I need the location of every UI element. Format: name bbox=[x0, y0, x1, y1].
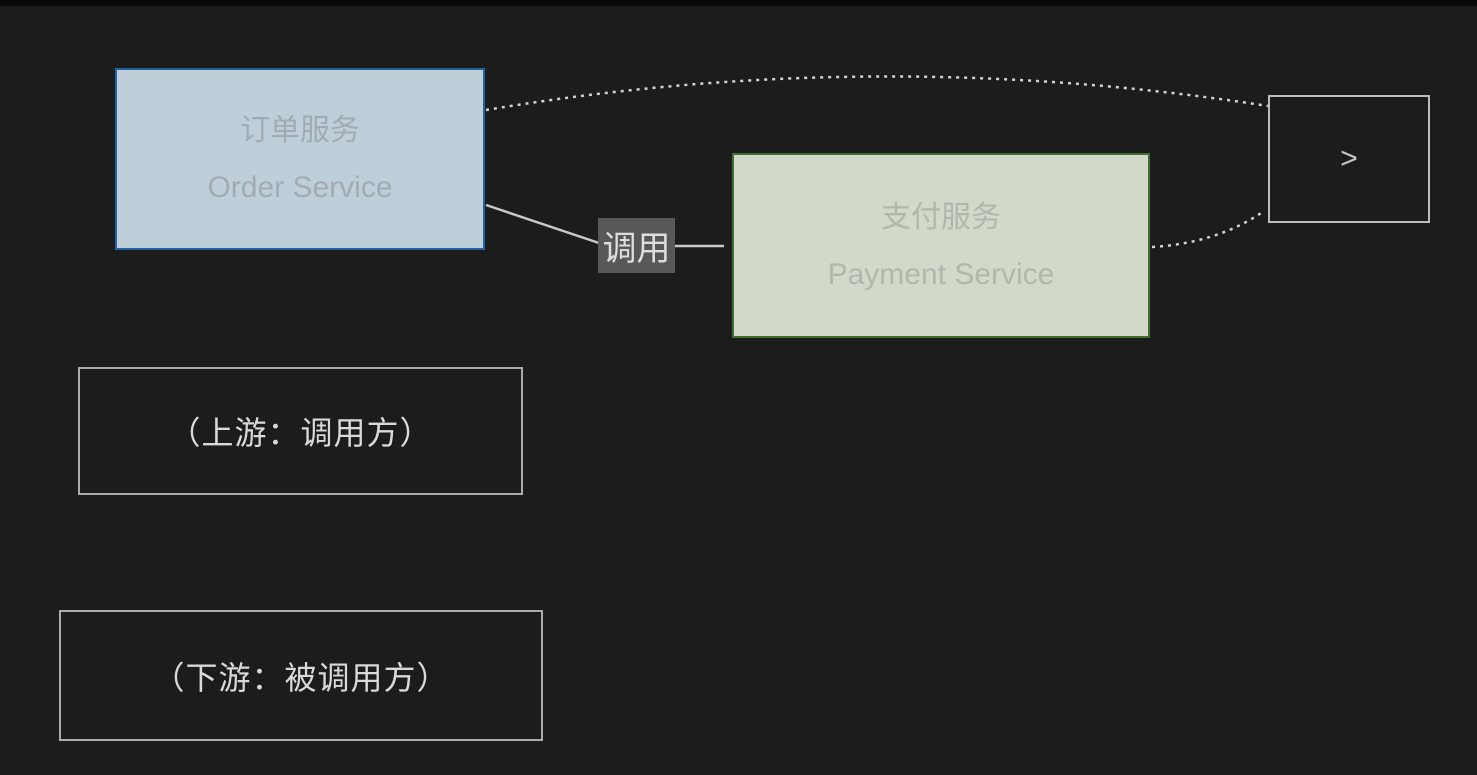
order-service-node: 订单服务 Order Service bbox=[115, 68, 485, 250]
next-navigation-box[interactable]: > bbox=[1268, 95, 1430, 223]
downstream-annotation-text: （下游：被调用方） bbox=[152, 659, 450, 696]
chevron-right-icon: > bbox=[1340, 142, 1358, 175]
dashed-loop-top-edge bbox=[485, 75, 1269, 112]
upstream-annotation-box: （上游：调用方） bbox=[78, 367, 523, 495]
top-bar bbox=[0, 0, 1477, 6]
call-edge-label: 调用 bbox=[598, 218, 675, 273]
payment-service-title-zh: 支付服务 bbox=[881, 200, 1001, 234]
order-service-title-en: Order Service bbox=[207, 171, 393, 204]
call-edge-segment bbox=[485, 203, 600, 245]
payment-service-title-en: Payment Service bbox=[827, 257, 1055, 291]
order-service-title-zh: 订单服务 bbox=[240, 114, 360, 147]
upstream-annotation-text: （上游：调用方） bbox=[168, 415, 433, 451]
payment-service-node: 支付服务 Payment Service bbox=[732, 153, 1150, 338]
dashed-loop-bottom-edge bbox=[1151, 209, 1265, 249]
downstream-annotation-box: （下游：被调用方） bbox=[59, 610, 543, 741]
